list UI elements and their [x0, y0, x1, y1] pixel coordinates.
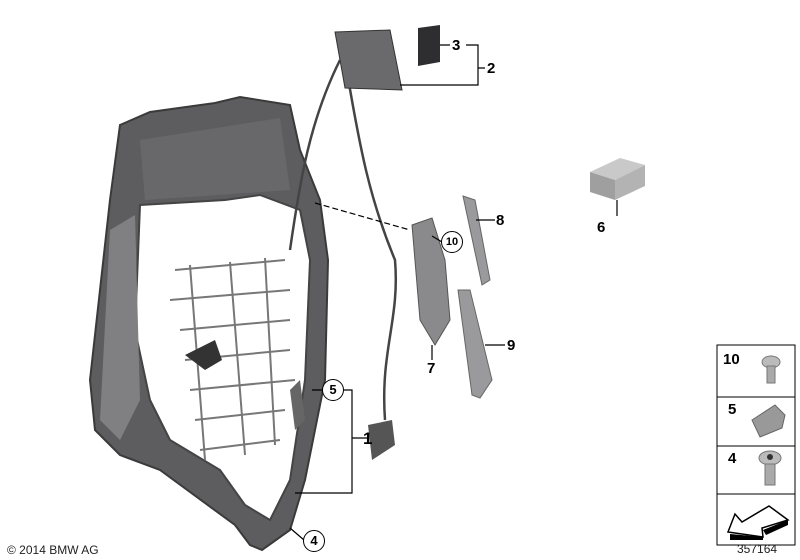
callout-3: 3: [452, 37, 461, 54]
leader-lines: [289, 44, 618, 541]
diagram-id: 357164: [737, 542, 778, 556]
kit-box[interactable]: [590, 158, 645, 200]
callout-4: 4: [303, 530, 325, 552]
trim-cover-9[interactable]: [457, 289, 493, 399]
table-number-5: 5: [728, 401, 737, 418]
callout-7: 7: [427, 360, 436, 377]
trim-panel-7[interactable]: [411, 217, 451, 346]
trim-cover-8[interactable]: [462, 195, 491, 286]
parts-table: [716, 344, 796, 546]
arrow-icon: [726, 505, 790, 540]
callout-8: 8: [496, 212, 505, 229]
seat-backrest-frame[interactable]: [88, 95, 330, 552]
connector-part[interactable]: [368, 420, 395, 460]
copyright: © 2014 BMW AG: [7, 543, 99, 557]
callout-9: 9: [507, 337, 516, 354]
switch-part[interactable]: [418, 25, 440, 66]
callout-2: 2: [487, 60, 496, 77]
table-number-10: 10: [723, 351, 740, 368]
callout-5: 5: [322, 379, 344, 401]
clip-nut-icon: [751, 404, 786, 438]
callout-6: 6: [597, 219, 606, 236]
cable-harness: [288, 59, 397, 421]
table-number-4: 4: [728, 450, 737, 467]
control-unit-bracket[interactable]: [334, 29, 403, 91]
spring-mat: [169, 257, 296, 461]
screw-icon: [761, 355, 781, 384]
callout-10: 10: [441, 231, 463, 253]
bolt-icon: [758, 450, 782, 486]
callout-1: 1: [363, 429, 373, 448]
